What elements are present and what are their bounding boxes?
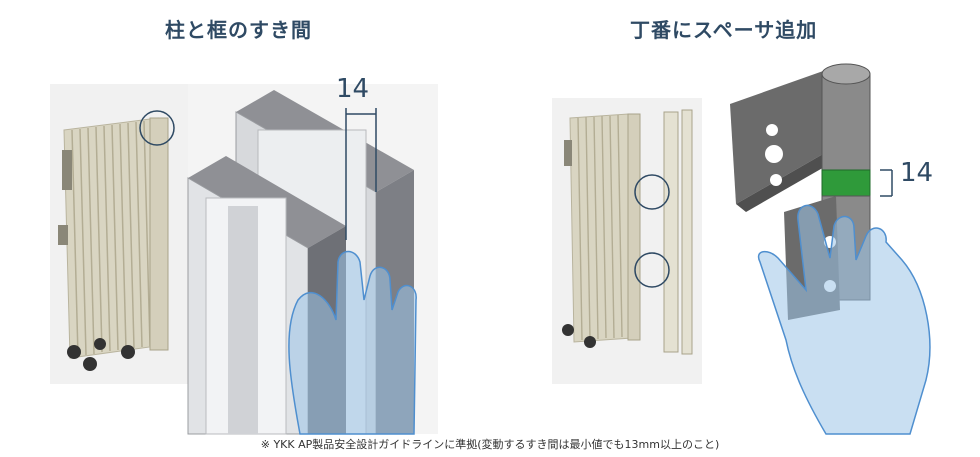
left-dimension-label: 14 bbox=[336, 74, 370, 104]
left-section-title: 柱と框のすき間 bbox=[165, 18, 312, 42]
hand-icon bbox=[288, 250, 417, 435]
footnote: ※ YKK AP製品安全設計ガイドラインに準拠(変動するすき間は最小値でも13m… bbox=[260, 438, 720, 451]
right-section-title: 丁番にスペーサ追加 bbox=[630, 18, 818, 42]
post-frame-closeup bbox=[187, 84, 438, 435]
callout-circle-icon bbox=[634, 174, 670, 210]
callout-circle-icon bbox=[634, 252, 670, 288]
hand-icon bbox=[757, 204, 931, 435]
gate-hinge-overview bbox=[552, 98, 702, 384]
right-dimension-label: 14 bbox=[900, 158, 934, 188]
hinge-spacer-closeup bbox=[726, 60, 936, 435]
callout-circle-icon bbox=[139, 110, 175, 146]
folding-gate-overview bbox=[50, 84, 190, 384]
